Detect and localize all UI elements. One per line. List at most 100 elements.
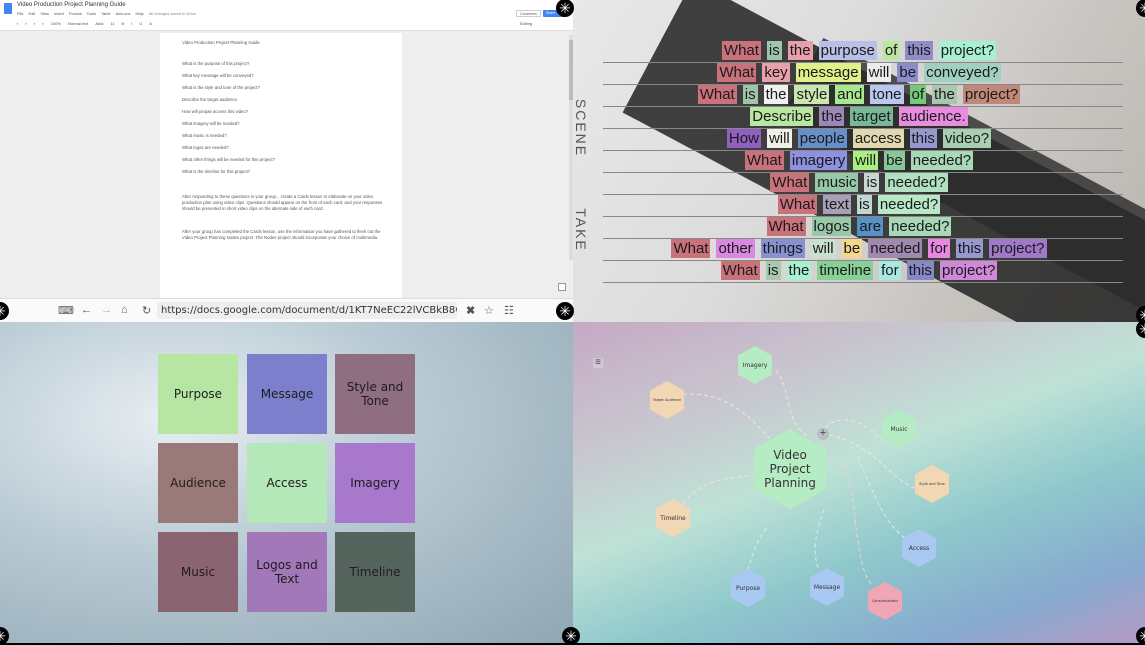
doc-question: What other things will be needed for thi… (182, 157, 275, 162)
question-word: purpose (818, 41, 877, 60)
question-word: other (716, 239, 755, 258)
toolbar-item[interactable]: Arial (95, 21, 104, 26)
question-word: and (835, 85, 865, 104)
ruled-line (603, 216, 1123, 217)
toolbar-item[interactable]: B (121, 21, 125, 26)
node-music[interactable]: Music (882, 410, 916, 448)
card-message[interactable]: Message (247, 354, 327, 434)
asterisk-icon: ✳ (556, 302, 574, 320)
home-icon[interactable]: ⌂ (121, 304, 128, 316)
menu-item-help[interactable]: Help (135, 11, 144, 16)
reload-icon[interactable]: ↻ (142, 305, 152, 317)
card-timeline[interactable]: Timeline (335, 532, 415, 612)
question-word: is (765, 261, 781, 280)
question-word: be (884, 151, 905, 170)
card-audience[interactable]: Audience (158, 443, 238, 523)
card-purpose[interactable]: Purpose (158, 354, 238, 434)
question-word: of (909, 85, 927, 104)
question-word: are (857, 217, 884, 236)
card-imagery[interactable]: Imagery (335, 443, 415, 523)
print-icon[interactable]: ▪ (17, 21, 19, 26)
question-word: audience. (898, 107, 968, 126)
docs-header: Video Production Project Planning Guide … (0, 0, 573, 31)
document-page[interactable]: Video Production Project Planning Guide … (160, 33, 402, 298)
menu-item-tools[interactable]: Tools (86, 11, 96, 16)
card-music[interactable]: Music (158, 532, 238, 612)
toolbar-item[interactable]: Normal text (67, 21, 89, 26)
question-word: will (810, 239, 836, 258)
editing-mode-dropdown[interactable]: Editing (520, 21, 533, 26)
question-word: this (909, 129, 937, 148)
menu-item-view[interactable]: View (40, 11, 49, 16)
menu-item-format[interactable]: Format (68, 11, 82, 16)
docs-logo-icon[interactable] (4, 3, 12, 14)
doc-question: What music is needed? (182, 133, 227, 138)
menu-item-file[interactable]: File (17, 11, 24, 16)
toolbar-item[interactable]: I (131, 21, 133, 26)
share-button[interactable]: Share (543, 10, 565, 17)
doc-question: What key message will be conveyed? (182, 73, 254, 78)
menu-item-edit[interactable]: Edit (28, 11, 36, 16)
hamburger-menu-icon[interactable]: ≡ (593, 358, 603, 368)
question-word: things (760, 239, 805, 258)
node-target-audience[interactable]: Target Audience (650, 381, 684, 419)
menu-item-table[interactable]: Table (101, 11, 111, 16)
asterisk-icon: ✳ (1136, 320, 1145, 338)
url-input[interactable]: https://docs.google.com/document/d/1KT7N… (157, 302, 457, 319)
star-icon[interactable]: ☆ (484, 305, 494, 317)
doc-question: What imagery will be needed? (182, 121, 240, 126)
doc-heading: Video Production Project Planning Guide (182, 40, 260, 45)
question-word: people (797, 129, 847, 148)
card-access[interactable]: Access (247, 443, 327, 523)
doc-question: What is the purpose of this project? (182, 61, 250, 66)
doc-paragraph: After your group has completed the Cards… (182, 229, 381, 240)
undo-icon[interactable]: ▪ (25, 21, 27, 26)
question-word: be (841, 239, 863, 258)
question-word: will (853, 151, 879, 170)
toolbar-item[interactable]: A (149, 21, 152, 26)
toolbar-item[interactable]: U (139, 21, 143, 26)
forward-icon[interactable]: → (101, 304, 112, 316)
question-word: music (815, 173, 859, 192)
paint-format-icon[interactable]: ▪ (42, 21, 44, 26)
clear-icon[interactable]: ✖ (466, 305, 476, 317)
menu-item-add-ons[interactable]: Add-ons (115, 11, 131, 16)
document-title[interactable]: Video Production Project Planning Guide (17, 2, 126, 8)
doc-question: Describe the target audience. (182, 97, 239, 102)
question-word: for (879, 261, 901, 280)
redo-icon[interactable]: ▪ (33, 21, 36, 26)
menu-item-insert[interactable]: Insert (53, 11, 64, 16)
card-style-and-tone[interactable]: Style and Tone (335, 354, 415, 434)
question-word: for (928, 239, 950, 258)
add-node-button[interactable]: + (817, 428, 829, 440)
explore-button[interactable] (558, 283, 566, 291)
comments-button[interactable]: Comments (516, 10, 541, 17)
question-word: What (766, 217, 806, 236)
question-word: is (864, 173, 880, 192)
keyboard-icon[interactable]: ⌨ (58, 305, 74, 317)
question-word: style (794, 85, 830, 104)
node-style-and-tone[interactable]: Style and Tone (915, 465, 949, 503)
apps-icon[interactable]: ☷ (504, 305, 514, 317)
browser-bar: ⌨ ← → ⌂ ↻ https://docs.google.com/docume… (0, 298, 573, 322)
node-imagery[interactable]: Imagery (738, 346, 772, 384)
question-word: What (697, 85, 737, 104)
question-word: will (766, 129, 792, 148)
question-word: project? (989, 239, 1047, 258)
toolbar-item[interactable]: 11 (110, 21, 115, 26)
question-word: will (866, 63, 892, 82)
connector (857, 456, 906, 539)
doc-question: How will people access this video? (182, 109, 249, 114)
card-logos-and-text[interactable]: Logos and Text (247, 532, 327, 612)
scrollbar[interactable] (569, 35, 573, 260)
back-icon[interactable]: ← (81, 304, 92, 316)
question-word: What (671, 239, 711, 258)
google-docs-panel: Video Production Project Planning Guide … (0, 0, 573, 322)
toolbar-item[interactable]: 100% (50, 21, 61, 26)
node-center[interactable]: Video Project Planning (754, 429, 826, 509)
ruled-line (603, 260, 1123, 261)
connector (682, 475, 754, 505)
